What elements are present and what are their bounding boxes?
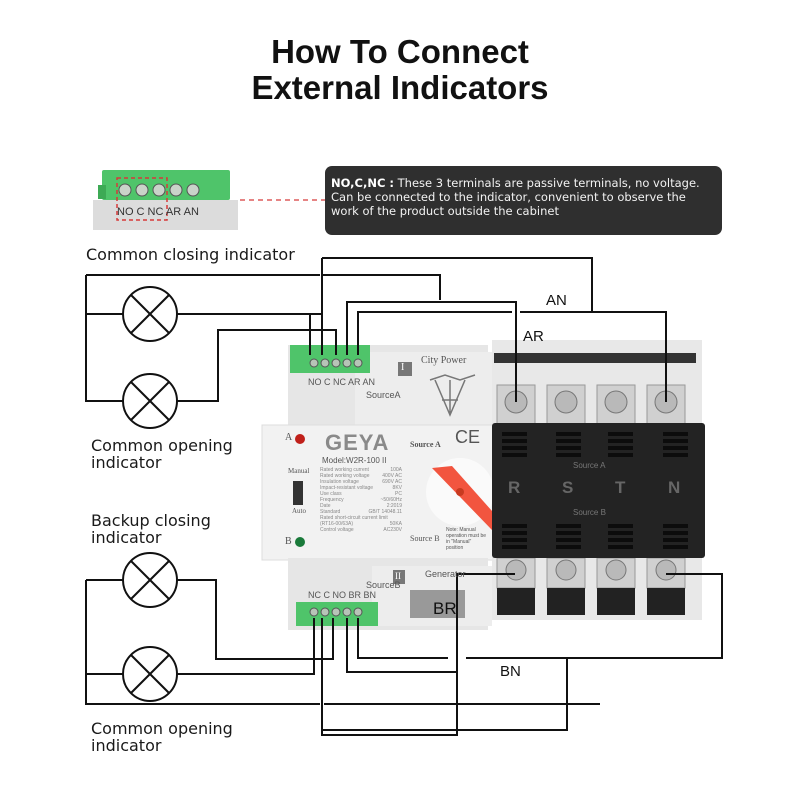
- spec-key: Standard: [320, 509, 341, 515]
- spec-value: 690V AC: [382, 479, 402, 485]
- spec-value: ~50/60Hz: [380, 497, 402, 503]
- spec-key: Frequency: [320, 497, 344, 503]
- wires: [85, 257, 723, 736]
- generator-icon: [410, 590, 465, 618]
- manual-auto-switch: [293, 481, 303, 505]
- led-a-label: A: [285, 432, 293, 443]
- city-power-label: City Power: [421, 355, 467, 366]
- auto-label: Auto: [292, 507, 306, 515]
- lamp-common-opening-top-icon: [122, 373, 178, 429]
- block-source-a: Source A: [573, 461, 606, 470]
- brand-logo: GEYA: [325, 430, 390, 455]
- spec-key: Insulation voltage: [320, 479, 359, 485]
- spec-key: Rated working voltage: [320, 473, 370, 479]
- spec-table: Rated working current 100A Rated working …: [320, 467, 402, 533]
- inset-terminal-photo: [93, 170, 325, 230]
- lamp-common-closing-icon: [122, 286, 178, 342]
- spec-key: Date: [320, 503, 331, 509]
- spec-value: 2:2019: [386, 503, 402, 509]
- wire-label-bn: BN: [500, 663, 521, 680]
- phase-t: T: [615, 478, 626, 497]
- label-backup-closing: Backup closing indicator: [91, 511, 211, 547]
- lamp-backup-closing-icon: [122, 552, 178, 608]
- power-pylon-icon: [429, 374, 476, 417]
- wire-label-ar: AR: [523, 328, 544, 345]
- ce-mark: CE: [455, 427, 481, 447]
- bottom-terminal-labels: NC C NO BR BN: [308, 590, 377, 600]
- generator-label: Generator: [425, 569, 466, 579]
- spec-key: Rated working current: [320, 467, 369, 473]
- phase-n: N: [668, 478, 681, 497]
- rotary-handle: [426, 458, 500, 530]
- spec-value: 100A: [390, 467, 402, 473]
- label-common-closing: Common closing indicator: [86, 245, 295, 264]
- led-b-label: B: [285, 536, 292, 547]
- roman-1: I: [401, 362, 405, 373]
- source-b-label: SourceB: [366, 580, 401, 590]
- block-source-b: Source B: [573, 508, 606, 517]
- roman-2: II: [395, 571, 401, 581]
- led-b: [295, 537, 305, 547]
- spec-value: 50KA: [389, 521, 402, 527]
- phase-r: R: [508, 478, 521, 497]
- inset-terminal-labels: NO C NC AR AN: [117, 206, 199, 218]
- label-common-opening-top: Common opening indicator: [91, 436, 233, 472]
- led-a: [295, 434, 305, 444]
- contact-cover: [492, 423, 705, 558]
- spec-value: 8KV: [392, 485, 402, 491]
- source-b-face: Source B: [410, 534, 440, 543]
- spec-key: Control voltage: [320, 527, 354, 533]
- source-a-face: Source A: [410, 440, 441, 449]
- source-a-label: SourceA: [366, 390, 401, 400]
- note-heading: NO,C,NC :: [331, 176, 394, 190]
- ats-device: [261, 340, 705, 630]
- model-label: Model:W2R-100 II: [322, 456, 387, 465]
- spec-value: GB/T 14048.11: [368, 509, 402, 515]
- spec-value: PC: [395, 491, 402, 497]
- spec-key: (RT16-00/63A): [320, 521, 353, 527]
- terminal-note: NO,C,NC : These 3 terminals are passive …: [325, 166, 722, 235]
- label-common-opening-bottom: Common opening indicator: [91, 719, 233, 755]
- spec-key: Rated short-circuit current limit: [320, 515, 388, 521]
- spec-key: Impact-resistant voltage: [320, 485, 374, 491]
- wire-label-an: AN: [546, 292, 567, 309]
- lamp-common-opening-bottom-icon: [122, 646, 178, 702]
- wire-label-br: BR: [433, 599, 457, 618]
- top-terminal-labels: NO C NC AR AN: [308, 377, 376, 387]
- phase-s: S: [562, 478, 574, 497]
- title-line-2: External Indicators: [251, 69, 549, 106]
- note-text: These 3 terminals are passive terminals,…: [331, 176, 700, 218]
- manual-note: Note: Manual operation must be in "Manua…: [446, 527, 487, 551]
- title-line-1: How To Connect: [271, 33, 529, 70]
- spec-value: 400V AC: [382, 473, 402, 479]
- spec-key: Use class: [320, 491, 342, 497]
- spec-value: AC230V: [383, 527, 402, 533]
- manual-label: Manual: [288, 467, 310, 475]
